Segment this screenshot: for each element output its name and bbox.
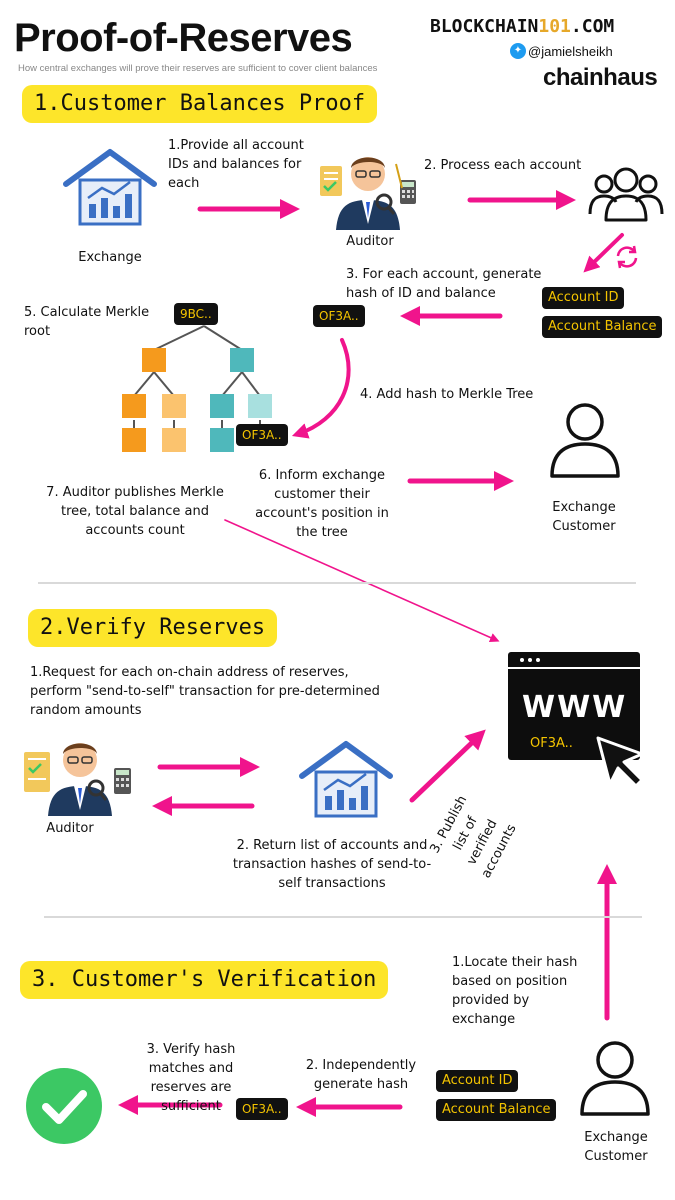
s2-step1-request: 1.Request for each on-chain address of r…: [30, 665, 380, 718]
chip-account-balance: Account Balance: [542, 316, 663, 338]
s2-step2-return-list: 2. Return list of accounts and transacti…: [232, 838, 432, 891]
s3-step3-verify: 3. Verify hash matches and reserves are …: [146, 1042, 236, 1114]
section-heading-verify-reserves: 2.Verify Reserves: [28, 609, 278, 647]
step4-add-hash: 4. Add hash to Merkle Tree: [360, 387, 534, 402]
s2-auditor-label: Auditor: [46, 821, 94, 836]
step7-auditor-publishes: 7. Auditor publishes Merkle tree, total …: [46, 485, 224, 538]
exchange-customer-label: Exchange Customer: [552, 500, 616, 534]
browser-window-icon: www OF3A..: [508, 652, 640, 760]
exchange-label: Exchange: [78, 250, 142, 265]
page-subtitle: How central exchanges will prove their r…: [18, 63, 378, 74]
chainhaus-text: chainhaus: [543, 64, 658, 91]
cursor-icon: [596, 736, 644, 788]
page-title: Proof-of-Reserves: [14, 16, 353, 60]
section-heading-customers-verification: 3. Customer's Verification: [20, 961, 389, 999]
step2-process-accounts: 2. Process each account: [424, 158, 582, 173]
s3-chip-account-id: Account ID: [436, 1070, 519, 1092]
arrow-exchange-to-www: [409, 729, 486, 803]
chip-account-id: Account ID: [542, 287, 625, 309]
brand-logo[interactable]: BLOCKCHAIN101.COM: [430, 16, 614, 37]
www-hash: OF3A..: [530, 736, 573, 751]
refresh-icon: [616, 245, 638, 269]
brand-num: 101: [538, 16, 571, 37]
s3-step2-generate-hash: 2. Independently generate hash: [305, 1058, 417, 1092]
user-icon: [550, 403, 620, 478]
brand-pre: BLOCKCHAIN: [430, 16, 539, 37]
twitter-handle[interactable]: @jamielsheikh: [528, 44, 613, 59]
s3-step1-locate-hash: 1.Locate their hash based on position pr…: [452, 955, 578, 1027]
user-icon: [580, 1041, 650, 1116]
auditor-label: Auditor: [346, 234, 394, 249]
merkle-root-chip: 9BC..: [174, 303, 218, 325]
merkle-tree-icon: [122, 325, 272, 452]
step6-inform-customer: 6. Inform exchange customer their accoun…: [255, 468, 389, 540]
www-text: www: [522, 690, 628, 725]
group-users-icon: [588, 167, 664, 222]
step3-generate-hash: 3. For each account, generate hash of ID…: [346, 267, 542, 301]
step5-merkle-root: 5. Calculate Merkle root: [24, 305, 150, 339]
brand-post: .COM: [570, 16, 615, 37]
arrow-publish-to-www: [224, 519, 500, 643]
step1-provide-accounts: 1.Provide all account IDs and balances f…: [168, 138, 304, 191]
section-heading-customer-balances-proof: 1.Customer Balances Proof: [22, 85, 378, 123]
s3-chip-account-balance: Account Balance: [436, 1099, 557, 1121]
merkle-leaf-chip: OF3A..: [236, 424, 288, 446]
s3-exchange-customer-label: Exchange Customer: [584, 1130, 648, 1164]
auditor-person-icon: [24, 743, 131, 816]
twitter-icon: ✦: [510, 43, 526, 59]
house-chart-icon: [63, 149, 157, 226]
arrow-accounts-down: [583, 233, 624, 273]
checkmark-icon: [26, 1068, 102, 1144]
auditor-person-icon: [320, 157, 416, 230]
s3-hash-chip: OF3A..: [236, 1098, 288, 1120]
arrow-hash-to-tree: [291, 338, 351, 439]
section-divider: [38, 582, 636, 584]
chainhaus-logo: chainhaus: [543, 64, 658, 92]
section-divider: [44, 916, 642, 918]
house-chart-icon: [299, 741, 393, 818]
hash-chip: OF3A..: [313, 305, 365, 327]
